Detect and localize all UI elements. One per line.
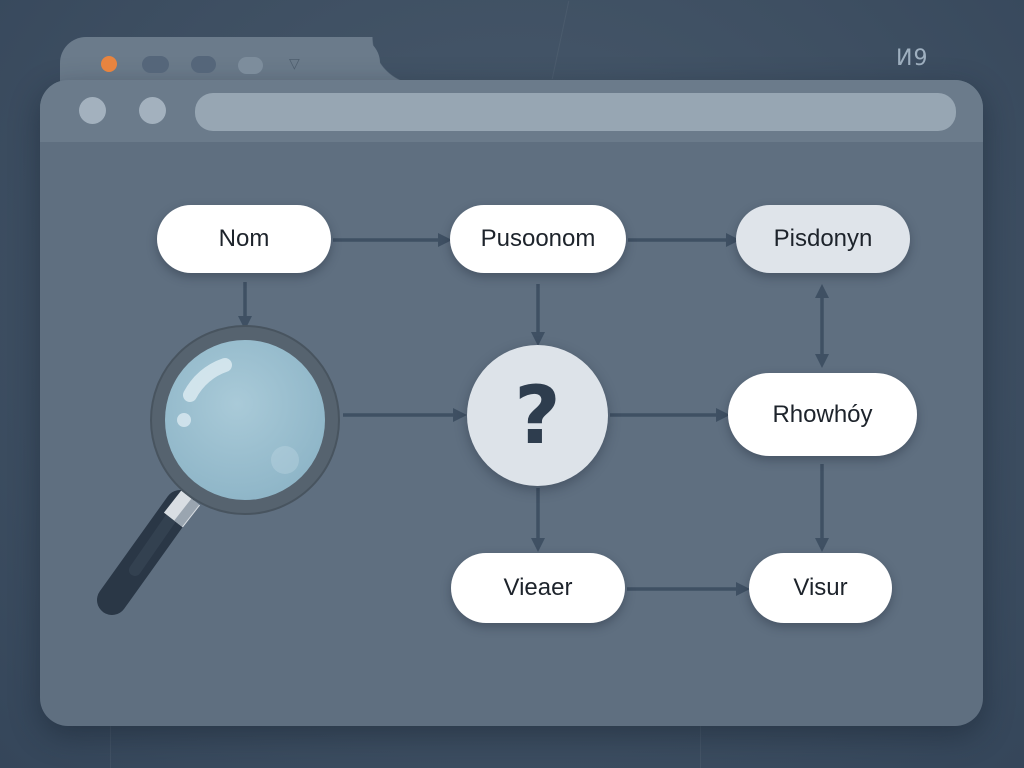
node-pisdonyn[interactable]: Pisdonyn (736, 205, 910, 273)
tab-pill-1[interactable] (142, 56, 169, 73)
node-label: Rhowhóy (772, 400, 873, 428)
background-line (700, 726, 701, 768)
node-rhowhoy[interactable]: Rhowhóy (728, 373, 917, 456)
node-label: Nom (218, 225, 270, 252)
node-visur[interactable]: Visur (749, 553, 892, 623)
node-label: Pusoonom (480, 225, 596, 252)
back-button[interactable] (79, 97, 106, 124)
node-pusoonom[interactable]: Pusoonom (450, 205, 626, 273)
node-vieaer[interactable]: Vieaer (451, 553, 625, 623)
tab-pill-3[interactable] (238, 57, 263, 74)
node-label: Visur (793, 574, 848, 601)
forward-button[interactable] (139, 97, 166, 124)
background-line (110, 726, 111, 768)
tab-curve (330, 37, 420, 85)
tab-dropdown-icon[interactable]: ▽ (289, 55, 300, 71)
decision-node[interactable]: ? (467, 345, 608, 486)
node-label: Vieaer (503, 574, 573, 601)
magnifier-icon (97, 325, 340, 615)
node-label: Pisdonyn (773, 225, 873, 252)
tab-pill-2[interactable] (191, 56, 216, 73)
tab-active-dot[interactable] (101, 56, 117, 72)
question-mark-icon: ? (514, 369, 561, 462)
address-bar[interactable] (195, 93, 956, 131)
node-nom[interactable]: Nom (157, 205, 331, 273)
corner-label: И9 (896, 46, 929, 71)
